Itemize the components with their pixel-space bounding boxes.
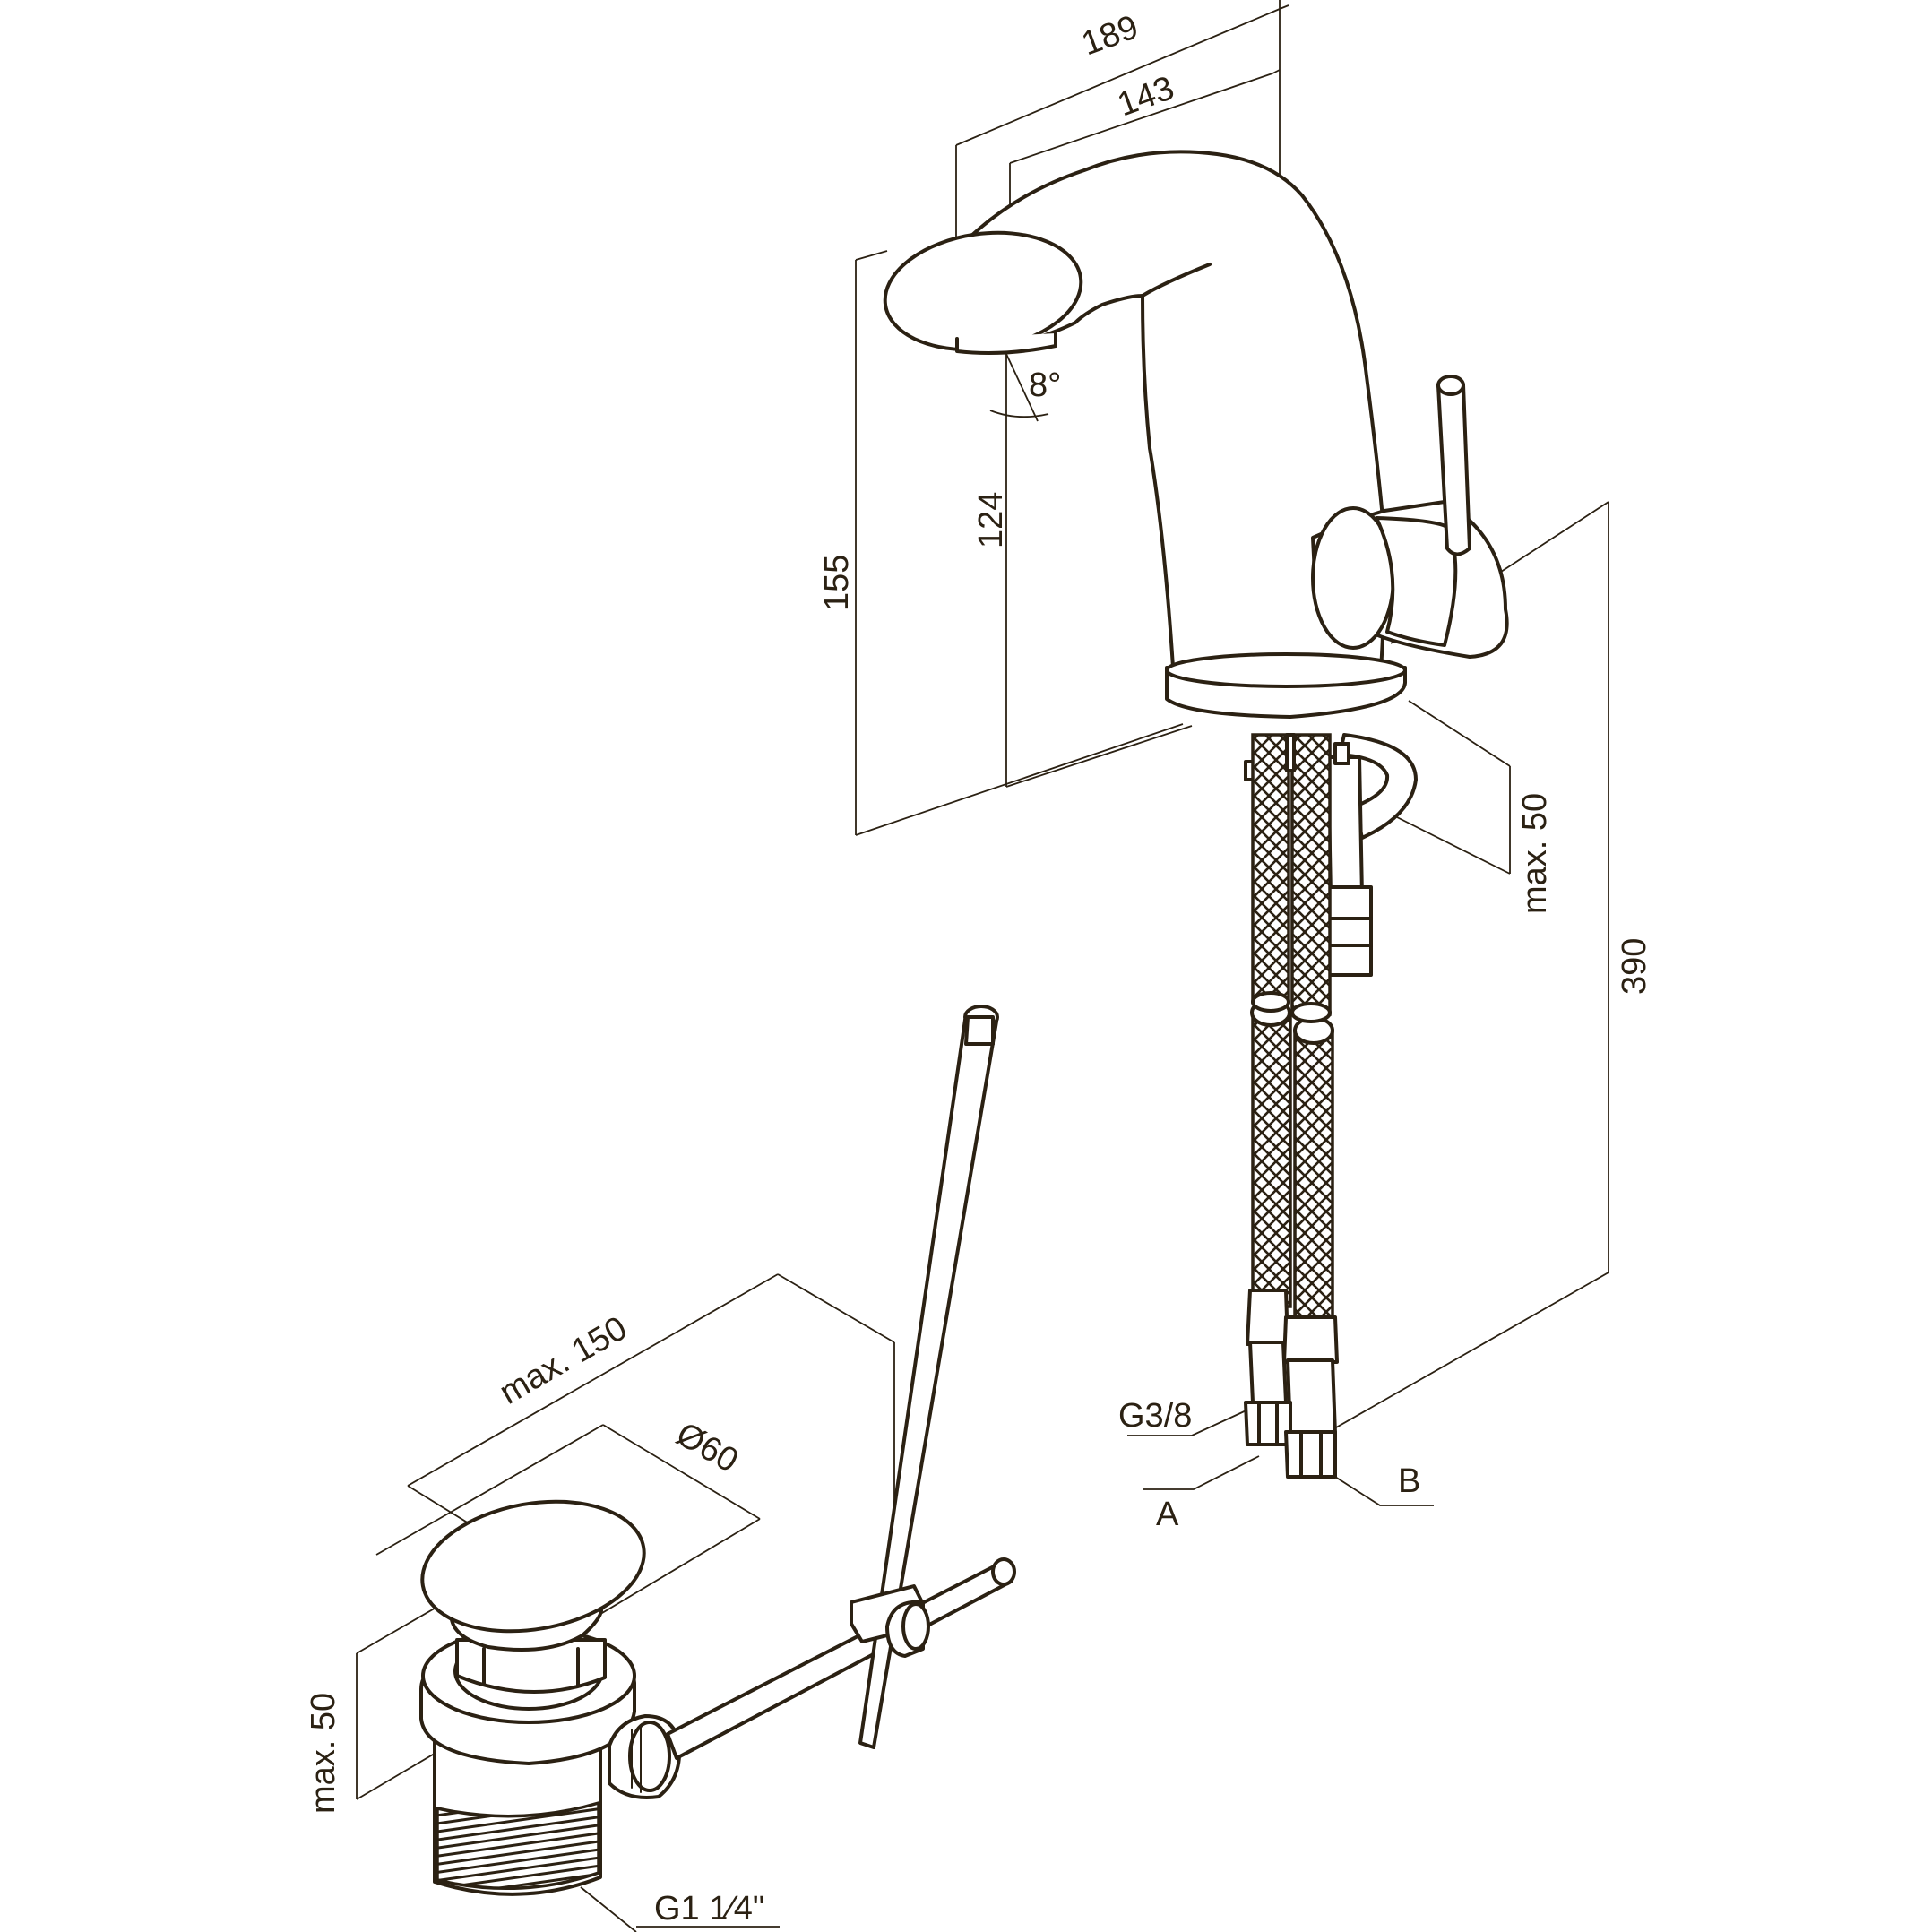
- label-deck-mixer: max. 50: [1516, 793, 1554, 914]
- plug-stem: [455, 1638, 607, 1694]
- connector-face: [628, 1721, 671, 1792]
- label-waste-thread: G1 1⁄4": [654, 1890, 764, 1928]
- label-waste-diameter: Ø60: [670, 1415, 745, 1479]
- hose-b-ferrule: [1282, 1315, 1339, 1364]
- hose-a-upper: [1251, 733, 1290, 1004]
- lever-rod[interactable]: [1436, 384, 1471, 556]
- hose-b-lower: [1293, 1029, 1334, 1324]
- label-width-spout: 143: [1113, 69, 1179, 124]
- plug-head[interactable]: [412, 1485, 655, 1647]
- rod-end: [991, 1557, 1016, 1586]
- pop-up-waste: [412, 1005, 1016, 1896]
- fixing-rod: [1326, 755, 1364, 898]
- label-hose-length: 390: [1616, 938, 1653, 995]
- aerator: [955, 332, 1057, 355]
- label-deck-waste: max. 50: [305, 1693, 342, 1814]
- hose-b-upper: [1290, 733, 1332, 1016]
- fixing-nut: [1323, 885, 1373, 977]
- lever-tip: [1436, 375, 1465, 396]
- lever-handle[interactable]: [1311, 375, 1509, 659]
- hose-a-lower: [1251, 1013, 1292, 1308]
- base-top: [1165, 652, 1407, 688]
- label-hose-b: B: [1398, 1462, 1420, 1500]
- label-connection-thread: G3/8: [1118, 1397, 1192, 1435]
- body-seam: [1141, 263, 1212, 298]
- waste-horizontal-rod: [666, 1562, 1013, 1760]
- hose-a-ferrule: [1246, 1289, 1289, 1346]
- label-hose-a: A: [1156, 1496, 1179, 1533]
- label-width-overall: 189: [1077, 8, 1143, 63]
- supply-hoses: [1244, 733, 1339, 1479]
- label-height-outlet: 124: [972, 492, 1010, 548]
- mixer-tap: [883, 150, 1509, 1479]
- label-spout-angle: 8°: [1029, 367, 1061, 404]
- label-height-overall: 155: [818, 555, 856, 611]
- clamp-screw: [901, 1602, 930, 1651]
- waste-thread: [436, 1800, 600, 1891]
- hose-b-nut: [1284, 1430, 1337, 1479]
- hose-a-nut: [1244, 1401, 1292, 1446]
